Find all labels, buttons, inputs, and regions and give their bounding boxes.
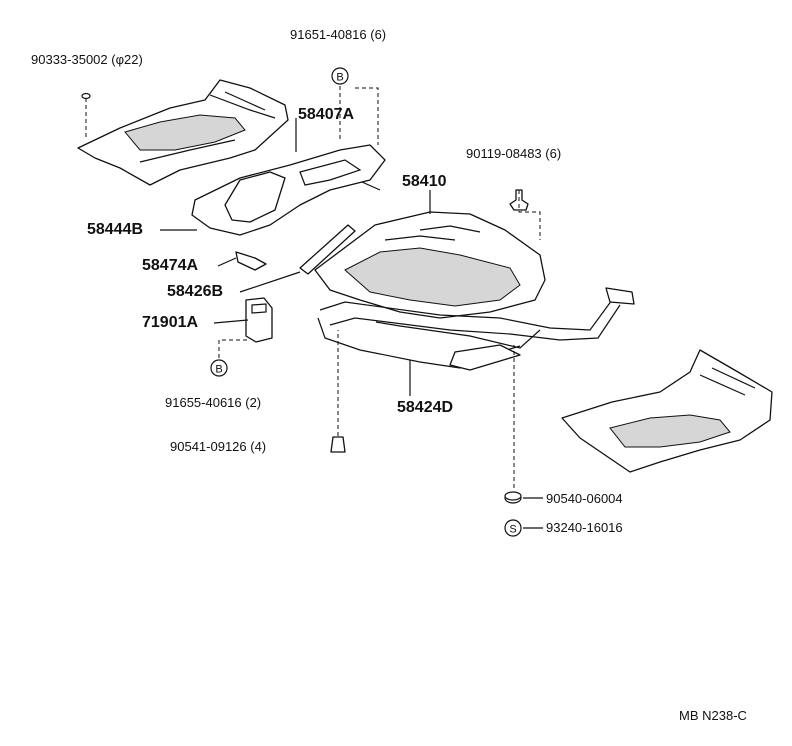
floor-panel-left — [77, 79, 289, 186]
bracket-58407a — [191, 144, 386, 236]
callout-91651-40816: 91651-40816 (6) — [290, 27, 387, 42]
callout-90119-08483: 90119-08483 (6) — [466, 146, 562, 161]
callout-58407a: 58407A — [298, 106, 355, 123]
clip-58474a — [235, 251, 267, 271]
nut-90540 — [504, 491, 522, 504]
callout-90540-06004: 90540-06004 — [546, 491, 623, 506]
leader-lines — [85, 86, 543, 529]
callout-58474a: 58474A — [142, 257, 199, 274]
plug-90333 — [81, 92, 91, 100]
bolt-b-letter: B — [336, 72, 343, 84]
screw-93240-symbol: S — [504, 519, 522, 537]
bolt-91655-symbol: B — [210, 359, 228, 377]
callout-58424d: 58424D — [397, 399, 454, 416]
cushion-90541 — [330, 436, 346, 453]
bolt-b-letter: B — [215, 364, 222, 376]
cover-58410 — [314, 211, 546, 319]
callout-93240-16016: 93240-16016 — [546, 520, 623, 535]
bolt-91651-symbol: B — [331, 67, 349, 85]
frame-58424d — [317, 287, 635, 371]
screw-s-letter: S — [509, 524, 516, 536]
floor-panel-right — [561, 349, 773, 473]
callout-90541-09126: 90541-09126 (4) — [170, 439, 267, 454]
callout-58444b: 58444B — [87, 221, 144, 238]
rod-58426b — [299, 224, 356, 275]
callout-58410: 58410 — [402, 173, 447, 190]
callout-58426b: 58426B — [167, 283, 224, 300]
callout-90333-35002: 90333-35002 (φ22) — [31, 52, 143, 67]
callout-71901a: 71901A — [142, 314, 199, 331]
diagram-code: MB N238-C — [679, 708, 747, 723]
callout-91655-40616: 91655-40616 (2) — [165, 395, 262, 410]
bracket-71901a — [245, 297, 273, 343]
